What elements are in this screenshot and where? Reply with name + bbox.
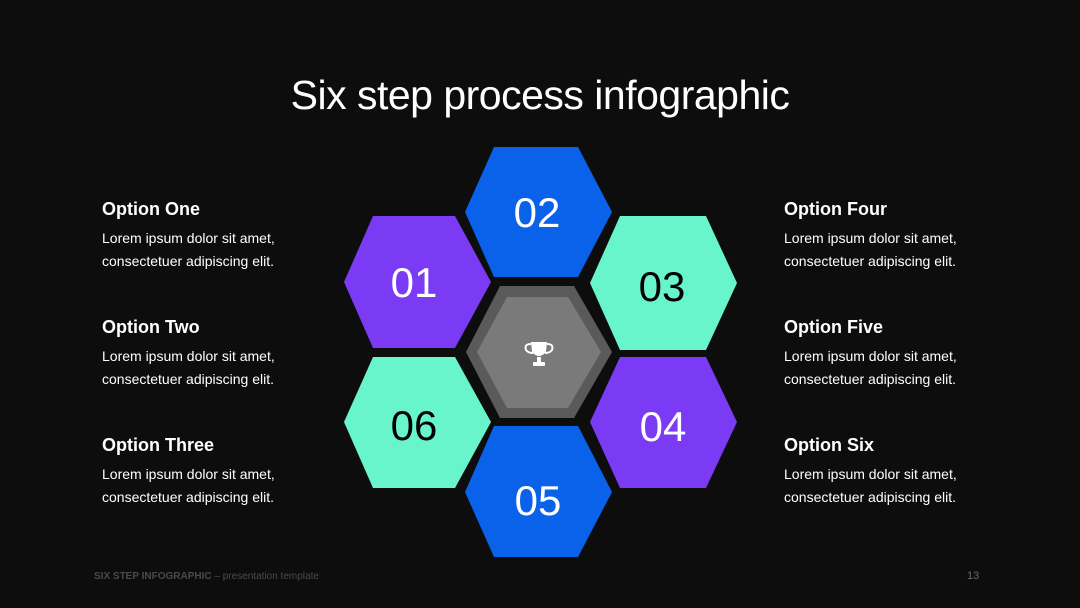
option-heading: Option Five xyxy=(784,317,883,337)
hex-step-05 xyxy=(465,426,612,557)
hex-number-02: 02 xyxy=(514,189,561,236)
trophy-icon xyxy=(524,342,554,366)
option-text-line: consectetuer adipiscing elit. xyxy=(784,253,956,269)
option-text-line: Lorem ipsum dolor sit amet, xyxy=(102,230,275,246)
option-text-line: Lorem ipsum dolor sit amet, xyxy=(102,348,275,364)
hex-number-06: 06 xyxy=(391,402,438,449)
option-heading: Option Six xyxy=(784,435,874,455)
footer-rest: – presentation template xyxy=(211,571,319,582)
hex-step-02 xyxy=(465,147,612,277)
option-text-line: Lorem ipsum dolor sit amet, xyxy=(102,466,275,482)
hex-step-01 xyxy=(344,216,491,348)
option-text-line: consectetuer adipiscing elit. xyxy=(784,489,956,505)
option-one: Option One Lorem ipsum dolor sit amet, c… xyxy=(102,199,352,273)
option-text-line: consectetuer adipiscing elit. xyxy=(102,489,274,505)
option-six: Option Six Lorem ipsum dolor sit amet, c… xyxy=(784,435,1034,509)
option-heading: Option Three xyxy=(102,435,214,455)
footer-text: SIX STEP INFOGRAPHIC – presentation temp… xyxy=(94,571,319,582)
option-heading: Option Two xyxy=(102,317,200,337)
option-two: Option Two Lorem ipsum dolor sit amet, c… xyxy=(102,317,352,391)
option-text-line: Lorem ipsum dolor sit amet, xyxy=(784,466,957,482)
option-heading: Option Four xyxy=(784,199,887,219)
option-heading: Option One xyxy=(102,199,200,219)
page-number: 13 xyxy=(967,570,980,582)
option-text-line: consectetuer adipiscing elit. xyxy=(784,371,956,387)
hex-number-01: 01 xyxy=(391,259,438,306)
footer-bold: SIX STEP INFOGRAPHIC xyxy=(94,571,212,582)
hex-number-04: 04 xyxy=(640,403,687,450)
hex-number-03: 03 xyxy=(639,263,686,310)
hex-number-05: 05 xyxy=(515,477,562,524)
hex-step-03 xyxy=(590,216,737,350)
option-five: Option Five Lorem ipsum dolor sit amet, … xyxy=(784,317,1034,391)
option-three: Option Three Lorem ipsum dolor sit amet,… xyxy=(102,435,352,509)
hex-step-04 xyxy=(590,357,737,488)
page-title: Six step process infographic xyxy=(290,72,790,118)
option-text-line: Lorem ipsum dolor sit amet, xyxy=(784,230,957,246)
option-text-line: Lorem ipsum dolor sit amet, xyxy=(784,348,957,364)
option-four: Option Four Lorem ipsum dolor sit amet, … xyxy=(784,199,1034,273)
option-text-line: consectetuer adipiscing elit. xyxy=(102,253,274,269)
hex-step-06 xyxy=(344,357,491,488)
option-text-line: consectetuer adipiscing elit. xyxy=(102,371,274,387)
